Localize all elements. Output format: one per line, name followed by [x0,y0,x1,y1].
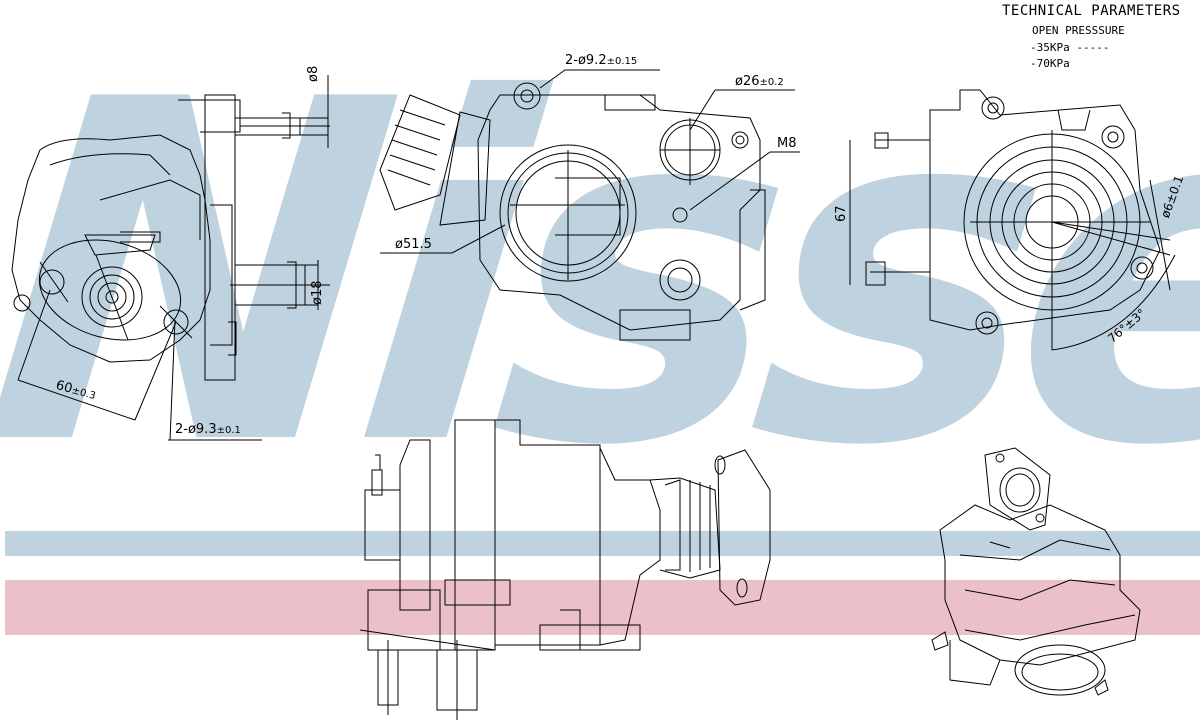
dim-diameter-18: ø18 [310,280,325,306]
dim-diameter-8: ø8 [306,65,321,82]
bottom-side-view [359,419,771,720]
blue-stripe [5,531,1200,556]
dim-bore-51: ø51.5 [395,237,432,252]
pressure-line-2: -70KPa [1030,57,1070,70]
dim-left-holes: 2-ø9.3±0.1 [175,422,241,437]
pressure-line-1: -35KPa ----- [1030,41,1110,54]
dim-bore-26: ø26±0.2 [735,74,784,89]
front-flange-view [379,69,800,341]
dim-top-holes: 2-ø9.2±0.15 [565,53,638,68]
left-side-view [11,75,330,441]
dim-height-67: 67 [834,205,849,222]
isometric-view [931,447,1141,696]
open-pressure-label: OPEN PRESSSURE [1032,24,1125,37]
dim-thread-m8: M8 [777,136,797,151]
technical-parameters-title: TECHNICAL PARAMETERS [1002,3,1181,19]
pink-stripe [5,580,1200,635]
right-actuator-view [849,89,1176,351]
registered-mark-icon: ® [1148,190,1192,235]
